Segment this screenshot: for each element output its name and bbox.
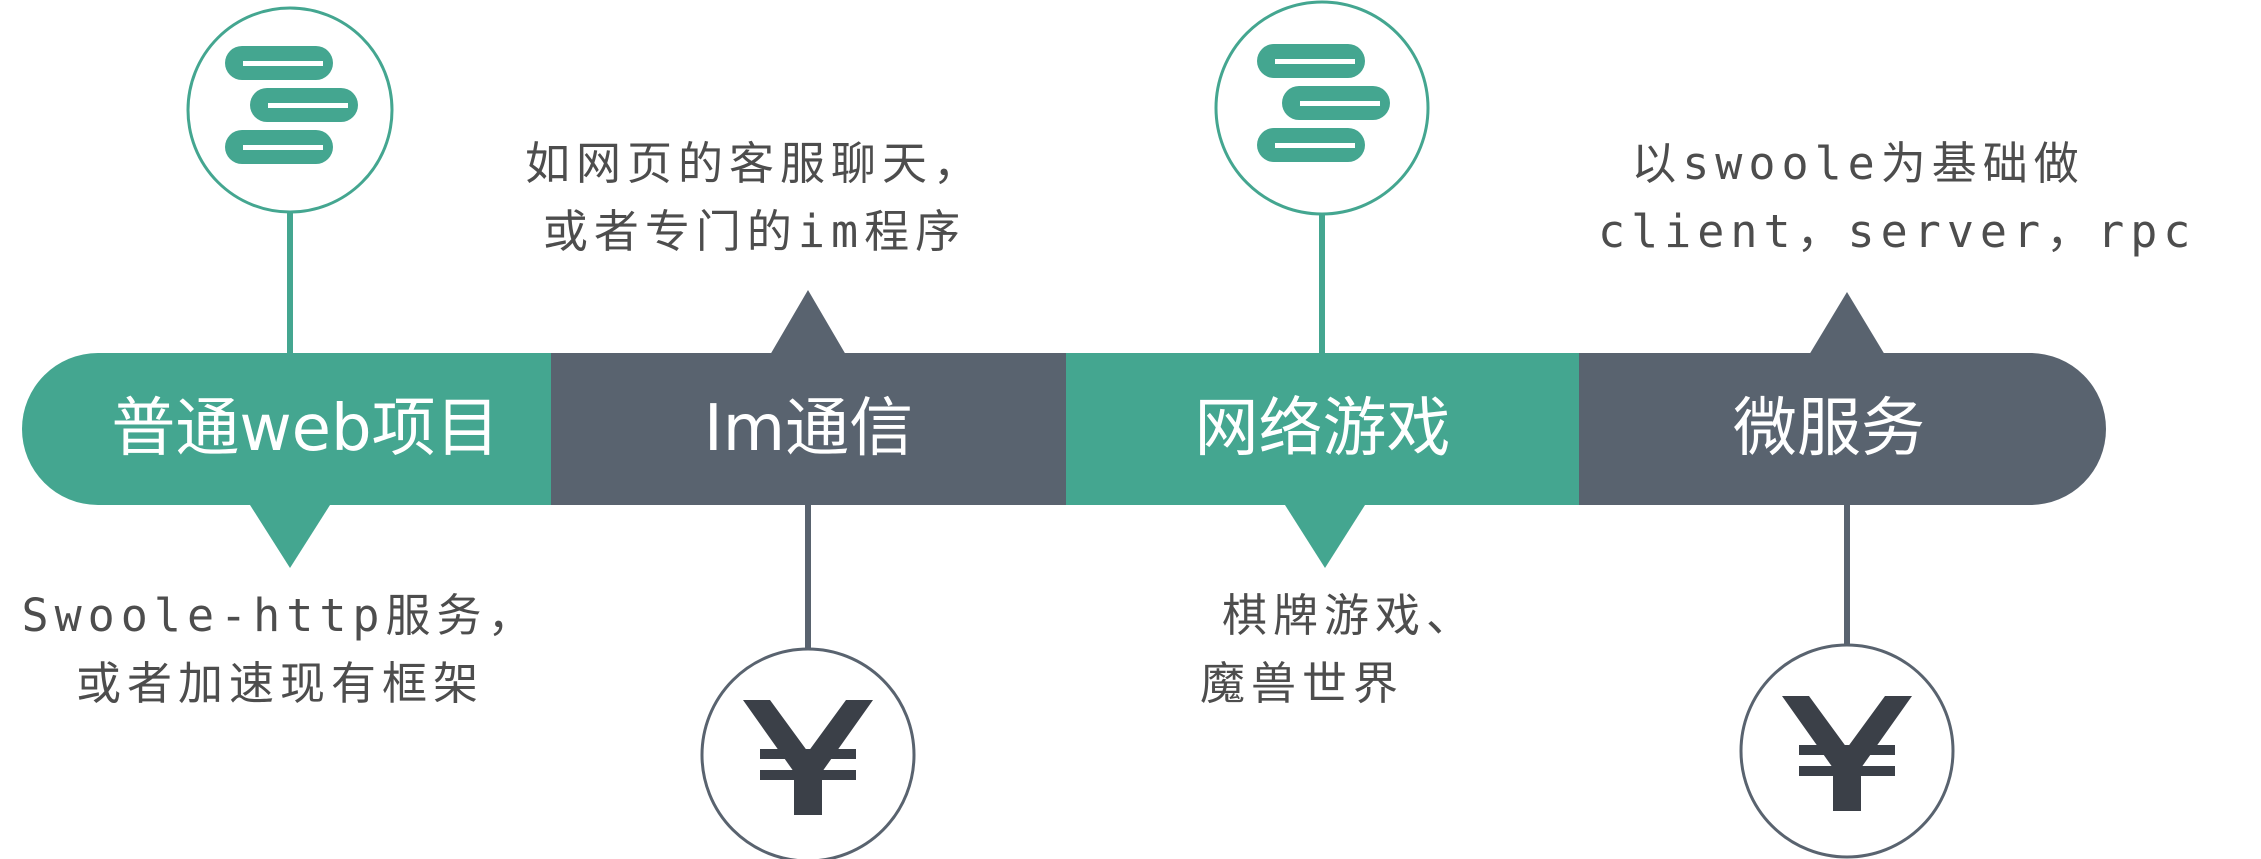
segment-micro-title: 微服务 <box>1733 392 1925 466</box>
game-description-line-1: 棋牌游戏、 <box>1222 589 1478 642</box>
segment-game-shape <box>1066 353 1579 505</box>
pointer-micro-up <box>1809 292 1885 355</box>
segment-im-title: Im通信 <box>703 392 914 466</box>
pointer-web-down <box>250 505 330 568</box>
micro-description-line-1: 以swoole为基础做 <box>1631 137 2085 190</box>
coins-icon <box>186 6 394 214</box>
im-description-line-2: 或者专门的im程序 <box>542 205 967 258</box>
micro-description: 以swoole为基础做 client，server，rpc <box>1598 130 2197 266</box>
game-description-line-2: 魔兽世界 <box>1200 657 1405 710</box>
segment-web-shape <box>22 353 551 505</box>
pointer-im-up <box>770 290 846 355</box>
im-description: 如网页的客服聊天， 或者专门的im程序 <box>525 130 984 266</box>
micro-description-line-2: client，server，rpc <box>1598 205 2197 258</box>
segment-micro-shape <box>1579 353 2106 505</box>
segment-web-title: 普通web项目 <box>111 392 500 466</box>
segment-game-title: 网络游戏 <box>1194 392 1451 466</box>
im-description-line-1: 如网页的客服聊天， <box>525 137 985 190</box>
web-description-line-1: Swoole-http服务， <box>21 589 539 642</box>
yen-icon <box>1739 643 1955 859</box>
segment-im-shape <box>551 353 1066 505</box>
game-description: 棋牌游戏、 魔兽世界 <box>1200 582 1477 718</box>
pointer-game-down <box>1285 505 1365 568</box>
web-description-line-2: 或者加速现有框架 <box>75 657 484 710</box>
yen-icon <box>700 647 916 859</box>
coins-icon <box>1214 0 1430 216</box>
web-description: Swoole-http服务， 或者加速现有框架 <box>0 582 560 718</box>
